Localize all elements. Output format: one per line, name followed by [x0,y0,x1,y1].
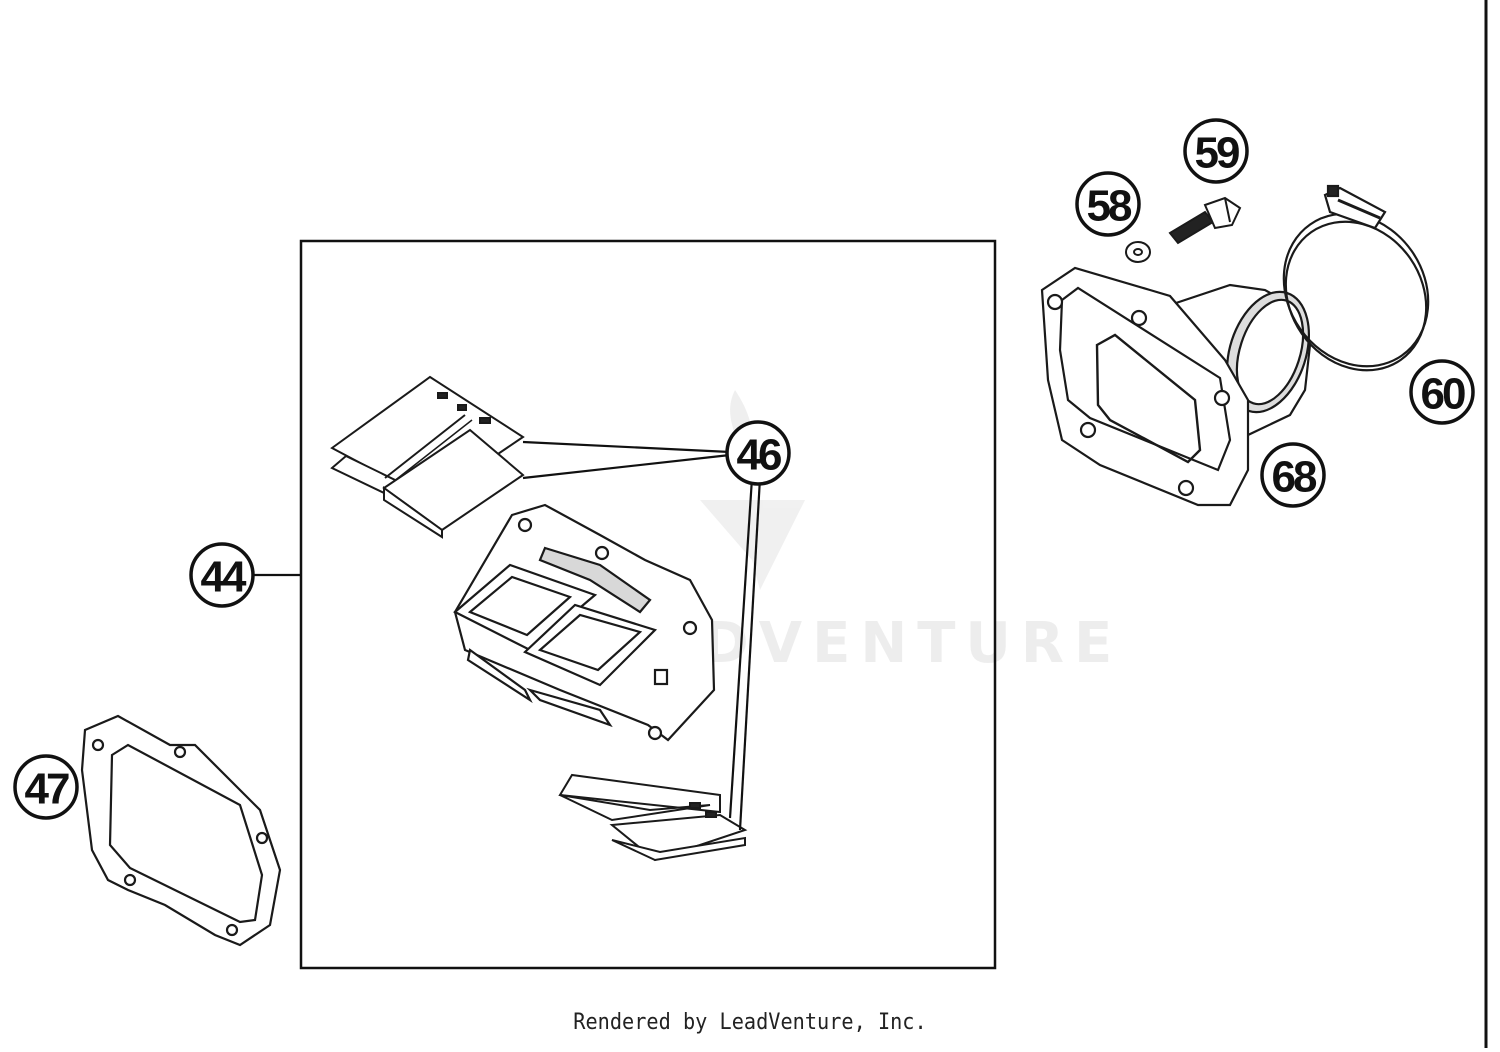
callout-label-59: 59 [1195,129,1239,178]
callout-label-44: 44 [201,553,247,602]
intake-flange-68 [1040,266,1312,507]
callout-label-47: 47 [25,765,69,814]
gasket-47 [80,714,282,947]
callout-label-68: 68 [1272,453,1317,502]
footer-credit: Rendered by LeadVenture, Inc. [573,1010,927,1035]
screw-59 [1168,196,1242,245]
callout-label-58: 58 [1087,182,1132,231]
callout-58[interactable]: 58 [1075,171,1141,237]
callout-label-60: 60 [1421,370,1465,419]
hose-clamp-60 [1282,184,1430,372]
reed-petals-lower [558,773,748,862]
reed-petals-upper [330,375,525,539]
callout-46[interactable]: 46 [725,420,791,486]
callout-47[interactable]: 47 [13,754,79,820]
assembly-box-44 [299,239,997,970]
callout-44[interactable]: 44 [189,542,255,608]
callout-59[interactable]: 59 [1183,118,1249,184]
callout-label-46: 46 [737,431,781,480]
leader-lines [254,440,762,831]
callout-60[interactable]: 60 [1409,359,1475,425]
callout-68[interactable]: 68 [1260,442,1326,508]
washer-58 [1125,241,1151,263]
reed-valve-block [453,503,716,742]
